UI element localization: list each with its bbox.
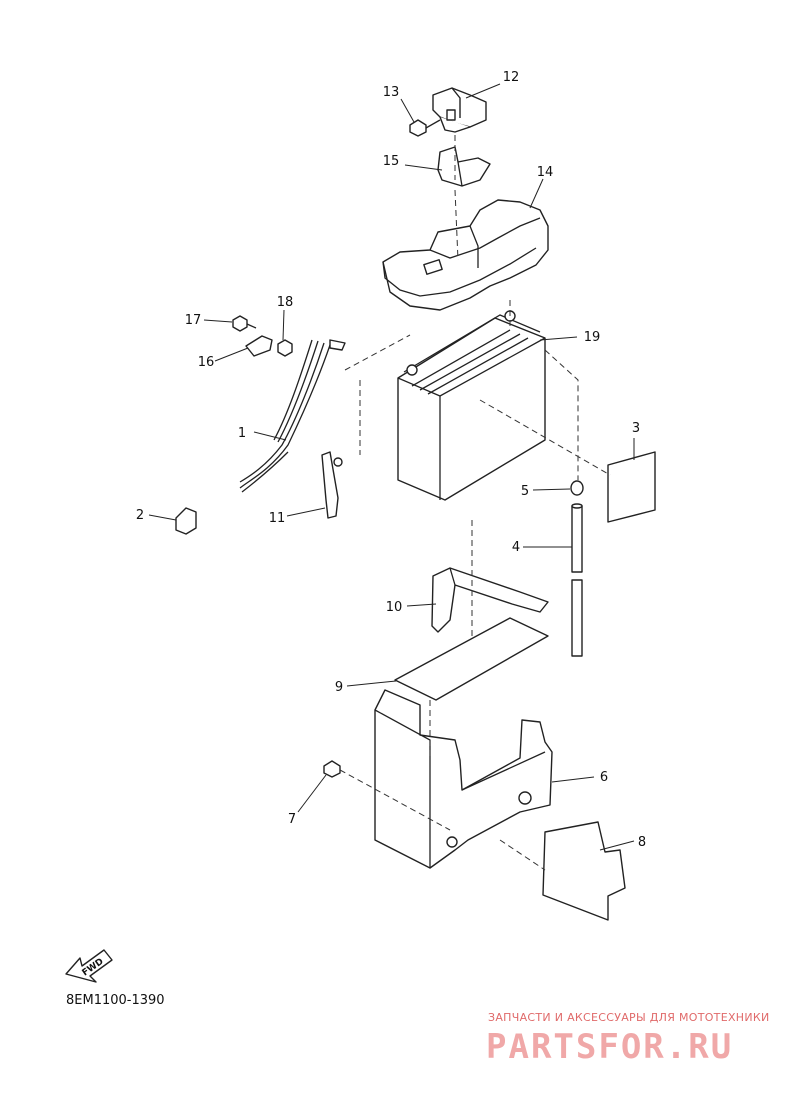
callout-11: 11 [269,511,286,526]
part-label-3 [607,451,656,523]
part-nut-18 [277,339,293,357]
callout-18: 18 [277,295,294,310]
callout-5: 5 [521,484,529,499]
part-bracket-15 [437,146,491,187]
callout-16: 16 [198,355,215,370]
callout-2: 2 [136,508,144,523]
drawing-code: 8EM1100-1390 [66,993,165,1008]
part-strap-10 [431,567,549,633]
watermark-tagline: ЗАПЧАСТИ И АКСЕССУАРЫ ДЛЯ МОТОТЕХНИКИ [488,1011,770,1024]
fwd-arrow-icon: FWD [65,949,113,983]
part-bolt-13 [409,119,441,137]
callout-4: 4 [512,540,520,555]
watermark-brand: PARTSFOR.RU [486,1027,733,1067]
part-cover-8 [542,821,626,921]
callout-6: 6 [600,770,608,785]
callout-8: 8 [638,835,646,850]
part-hose-4 [571,503,583,657]
callout-14: 14 [537,165,554,180]
callout-3: 3 [632,421,640,436]
part-lead-11 [321,451,343,519]
part-bolt-17 [232,315,257,332]
callout-7: 7 [288,812,296,827]
part-pad-9 [394,617,549,701]
callout-12: 12 [503,70,520,85]
part-wire-harness [239,339,346,493]
leader-lines [148,83,635,851]
part-battery-cover [382,199,549,311]
callout-1: 1 [238,426,246,441]
callout-10: 10 [386,600,403,615]
part-battery-box [374,689,553,869]
part-band-5 [570,480,584,496]
part-clip-2 [175,507,197,535]
callout-13: 13 [383,85,400,100]
callout-labels: 1 2 3 4 5 6 7 8 9 10 11 12 13 14 15 16 1… [136,70,646,850]
callout-17: 17 [185,313,202,328]
callout-19: 19 [584,330,601,345]
callout-9: 9 [335,680,343,695]
part-starter-relay [432,87,487,133]
part-bolt-7 [323,760,341,778]
assembly-lines [339,135,611,871]
watermark: ЗАПЧАСТИ И АКСЕССУАРЫ ДЛЯ МОТОТЕХНИКИ PA… [486,1011,770,1067]
part-cap-16 [245,335,273,357]
callout-15: 15 [383,154,400,169]
part-battery [397,310,546,501]
